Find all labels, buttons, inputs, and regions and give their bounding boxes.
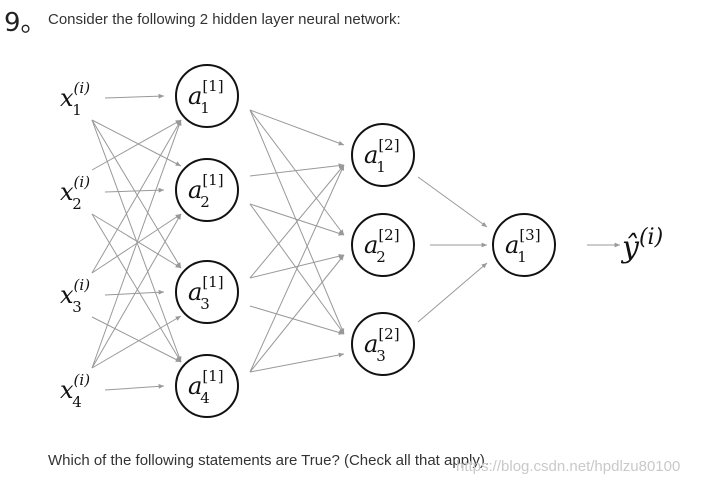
edge-a1-1-a2-1 [249,109,345,146]
watermark: https://blog.csdn.net/hpdlzu80100 [456,458,681,475]
edge-x3-a1-4 [91,316,182,363]
edge-x4-a1-2 [91,213,182,369]
edge-x2-a1-2 [104,187,165,193]
edge-a1-2-a2-1 [249,163,345,177]
edge-x4-a1-4 [104,383,165,391]
input-x4-subscript: 4 [72,393,82,411]
layer3-label-1: a[3] [505,226,541,259]
prompt-text: Which of the following statements are Tr… [48,452,490,469]
question-text: Consider the following 2 hidden layer ne… [48,11,401,28]
input-x1-subscript: 1 [72,101,82,119]
layer2-label-1: a[2] [364,136,400,169]
layer1-label-4-subscript: 4 [200,389,210,407]
edge-x1-a1-3 [91,119,182,269]
layer2-label-2-subscript: 2 [376,248,386,266]
question-number: 9。 [4,8,47,38]
layer3-label-1-subscript: 1 [517,248,527,266]
edge-x1-a1-1 [104,93,165,99]
layer2-node-3 [351,312,415,376]
edge-a1-3-a2-3 [249,305,345,335]
layer1-node-1 [175,64,239,128]
edge-a2-1-a3-1 [417,176,488,228]
edge-x1-a1-2 [91,119,182,167]
input-x4: x(i) [60,371,90,404]
layer1-label-1: a[1] [188,77,224,110]
edge-a1-4-a2-1 [249,164,345,373]
input-x3: x(i) [60,276,90,309]
layer2-label-3-subscript: 3 [376,347,386,365]
edge-x4-a1-3 [91,315,182,369]
input-x2-subscript: 2 [72,195,82,213]
network-nodes: x(i)1x(i)2x(i)3x(i)4a[1]1a[1]2a[1]3a[1]4… [60,64,663,418]
layer3-node-1 [492,213,556,277]
layer2-node-2 [351,213,415,277]
layer2-label-3: a[2] [364,325,400,358]
edge-a2-3-a3-1 [417,262,488,323]
layer1-label-2: a[1] [188,171,224,204]
layer1-node-2 [175,158,239,222]
layer2-label-1-subscript: 1 [376,158,386,176]
edge-x2-a1-4 [91,213,182,363]
edge-a1-3-a2-1 [249,164,345,279]
output-yhat: ŷ(i) [620,225,663,265]
connection-edges [91,93,620,391]
edge-x2-a1-3 [91,213,182,269]
layer1-label-1-subscript: 1 [200,99,210,117]
edge-x2-a1-1 [91,119,182,171]
layer1-label-3-subscript: 3 [200,295,210,313]
layer1-node-3 [175,260,239,324]
layer1-node-4 [175,354,239,418]
input-x2: x(i) [60,173,90,206]
edge-a1-1-a2-2 [249,109,345,236]
input-x3-subscript: 3 [72,298,82,316]
edge-a1-2-a2-2 [249,203,345,236]
layer1-label-4: a[1] [188,367,224,400]
input-x1: x(i) [60,79,90,112]
edge-a1-4-a2-2 [249,254,345,373]
edge-x4-a1-1 [91,119,182,369]
layer1-label-3: a[1] [188,273,224,306]
edge-a1-3-a2-2 [249,253,345,279]
layer2-node-1 [351,123,415,187]
layer2-label-2: a[2] [364,226,400,259]
edge-a1-4-a2-3 [249,352,345,373]
edge-x3-a1-1 [91,119,182,274]
layer1-label-2-subscript: 2 [200,193,210,211]
